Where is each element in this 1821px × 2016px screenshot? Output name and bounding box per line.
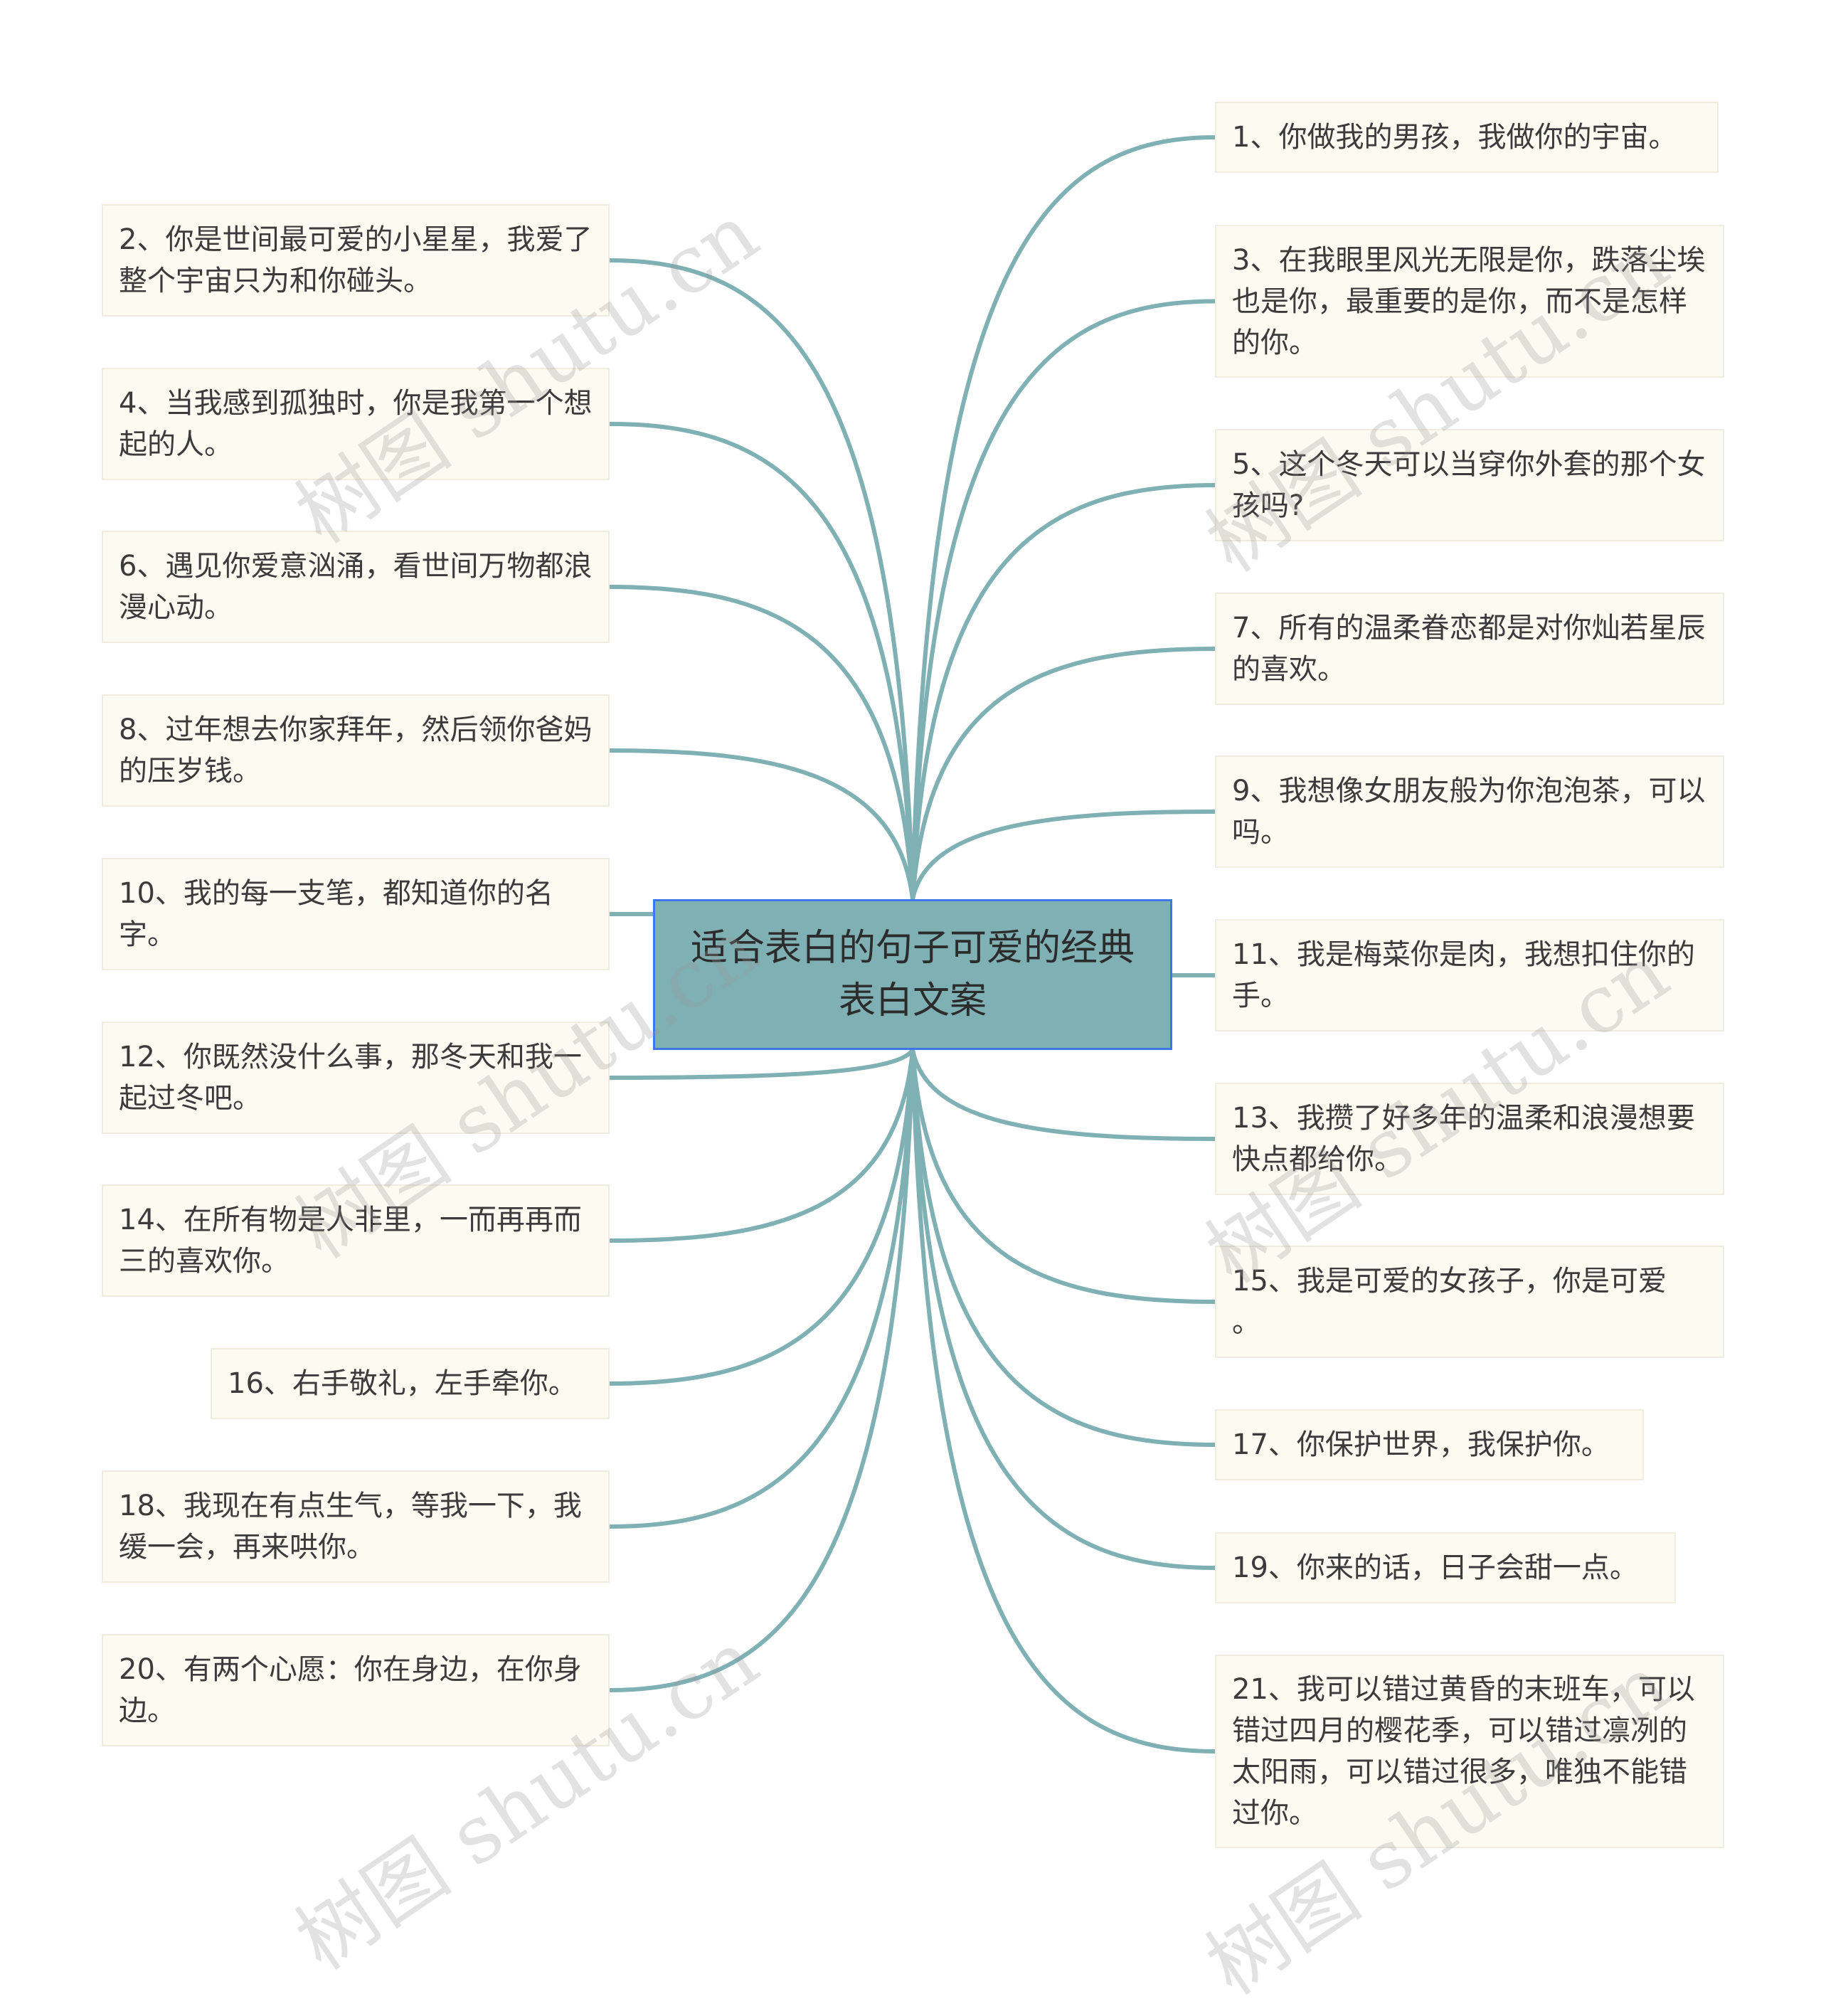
topic-node-5[interactable]: 5、这个冬天可以当穿你外套的那个女孩吗?	[1215, 429, 1724, 541]
topic-node-10[interactable]: 10、我的每一支笔，都知道你的名字。	[102, 858, 610, 970]
connector-line	[607, 1048, 915, 1243]
topic-node-21[interactable]: 21、我可以错过黄昏的末班车，可以错过四月的樱花季，可以错过凛冽的太阳雨，可以错…	[1215, 1655, 1724, 1848]
connector-line	[607, 1048, 915, 1529]
topic-node-17[interactable]: 17、你保护世界，我保护你。	[1215, 1409, 1644, 1480]
connector-line	[910, 1048, 1217, 1447]
topic-node-14[interactable]: 14、在所有物是人非里，一而再再而三的喜欢你。	[102, 1184, 610, 1297]
connector-line	[607, 1048, 915, 1386]
connector-line	[910, 1048, 1217, 1754]
topic-node-16[interactable]: 16、右手敬礼，左手牵你。	[211, 1348, 610, 1419]
connector-line	[910, 135, 1217, 901]
topic-node-19[interactable]: 19、你来的话，日子会甜一点。	[1215, 1532, 1676, 1603]
connector-line	[607, 585, 915, 901]
connector-line	[910, 299, 1217, 901]
topic-node-13[interactable]: 13、我攒了好多年的温柔和浪漫想要快点都给你。	[1215, 1083, 1724, 1195]
connector-line	[607, 422, 915, 901]
connector-line	[910, 810, 1217, 901]
connector-line	[607, 1048, 915, 1080]
topic-node-1[interactable]: 1、你做我的男孩，我做你的宇宙。	[1215, 102, 1719, 173]
connector-lines	[607, 135, 1217, 1754]
topic-node-12[interactable]: 12、你既然没什么事，那冬天和我一起过冬吧。	[102, 1022, 610, 1134]
topic-node-20[interactable]: 20、有两个心愿：你在身边，在你身边。	[102, 1634, 610, 1746]
topic-node-7[interactable]: 7、所有的温柔眷恋都是对你灿若星辰的喜欢。	[1215, 593, 1724, 705]
central-topic[interactable]: 适合表白的句子可爱的经典表白文案	[653, 899, 1172, 1050]
connector-line	[910, 1048, 1217, 1304]
connector-line	[910, 647, 1217, 901]
connector-line	[607, 258, 915, 901]
topic-node-9[interactable]: 9、我想像女朋友般为你泡泡茶，可以吗。	[1215, 755, 1724, 868]
topic-node-6[interactable]: 6、遇见你爱意汹涌，看世间万物都浪漫心动。	[102, 531, 610, 643]
topic-node-18[interactable]: 18、我现在有点生气，等我一下，我缓一会，再来哄你。	[102, 1470, 610, 1583]
connector-line	[910, 1048, 1217, 1570]
connector-line	[607, 1048, 915, 1692]
connector-line	[607, 748, 915, 901]
topic-node-15[interactable]: 15、我是可爱的女孩子，你是可爱 。	[1215, 1246, 1724, 1358]
topic-node-2[interactable]: 2、你是世间最可爱的小星星，我爱了整个宇宙只为和你碰头。	[102, 204, 610, 317]
topic-node-4[interactable]: 4、当我感到孤独时，你是我第一个想起的人。	[102, 368, 610, 480]
topic-node-3[interactable]: 3、在我眼里风光无限是你，跌落尘埃也是你，最重要的是你，而不是怎样的你。	[1215, 225, 1724, 378]
connector-line	[910, 1048, 1217, 1141]
topic-node-11[interactable]: 11、我是梅菜你是肉，我想扣住你的手。	[1215, 919, 1724, 1031]
topic-node-8[interactable]: 8、过年想去你家拜年，然后领你爸妈的压岁钱。	[102, 694, 610, 807]
connector-line	[910, 483, 1217, 901]
